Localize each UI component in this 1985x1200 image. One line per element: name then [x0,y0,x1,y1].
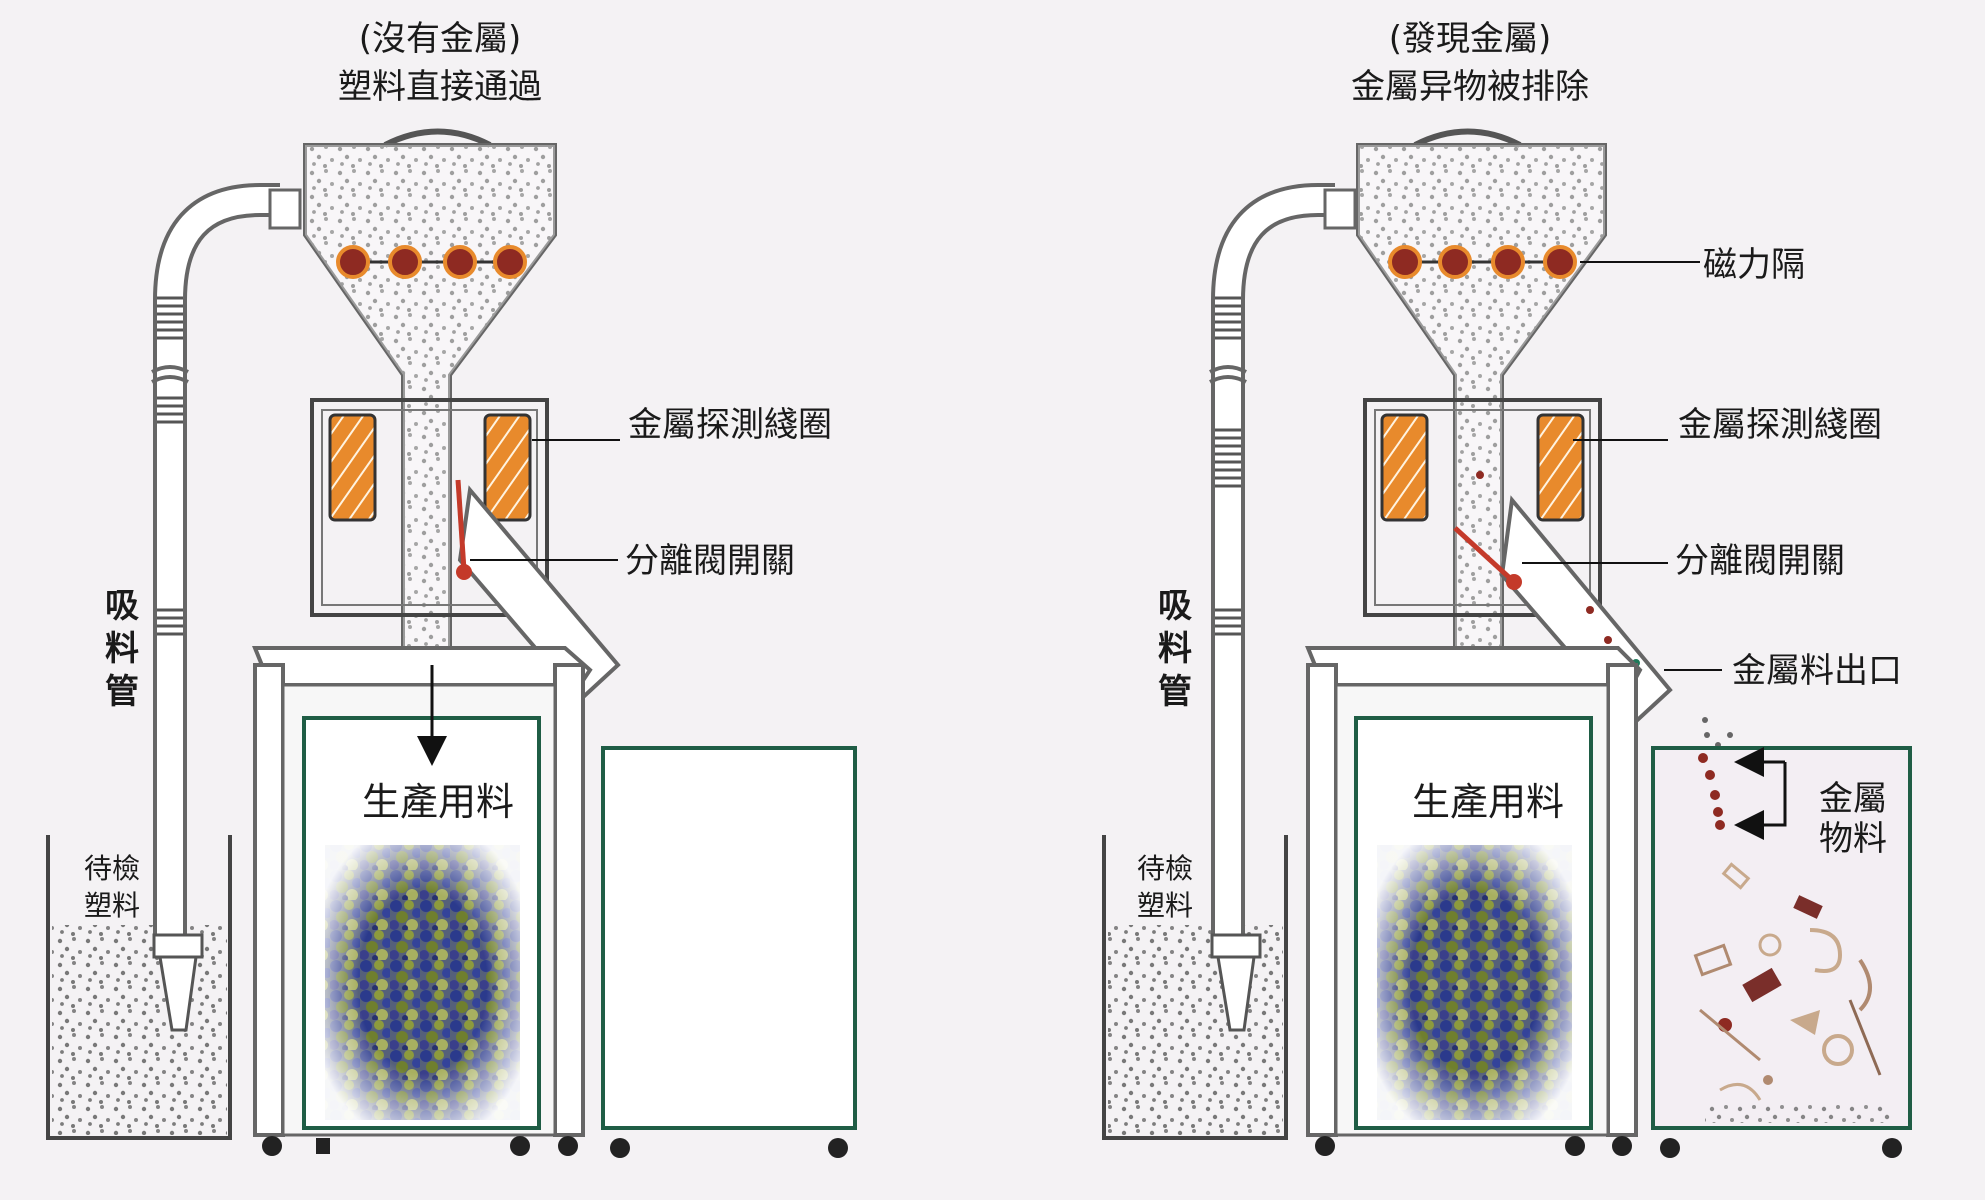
left-detector-housing [310,398,549,617]
right-valve-flap [1453,526,1514,582]
metal-scrap-pile [1693,862,1890,1123]
left-magnet-rod [388,245,422,279]
left-suction-label-3: 管 [105,672,139,712]
left-valve-pivot [456,564,472,580]
left-valve-flap [455,479,467,571]
right-coil-label: 金屬探測綫圈 [1678,405,1882,445]
right-title-line2: 金屬异物被排除 [1351,67,1589,107]
right-metal-label-1: 金屬 [1819,779,1887,819]
left-production-label: 生產用料 [362,780,514,824]
right-pending-label-2: 塑料 [1137,889,1193,922]
left-reject-bin [601,746,857,1130]
left-pending-label-2: 塑料 [84,889,140,922]
right-suction-label-2: 料 [1158,629,1192,669]
right-pending-label-1: 待檢 [1137,852,1193,885]
right-valve-label: 分離閥開關 [1675,541,1845,581]
left-magnet-rod [336,245,370,279]
right-suction-pipe [1209,183,1357,1032]
right-magnet-rod [1438,245,1472,279]
left-magnet-rod [443,245,477,279]
right-magnet-rod [1491,245,1525,279]
right-magnet-rod [1388,245,1422,279]
left-suction-label-2: 料 [105,629,139,669]
right-production-label: 生產用料 [1412,780,1564,824]
left-valve-label: 分離閥開關 [625,541,795,581]
right-production-bin: 生產用料 [1354,716,1593,1130]
right-pending-tub: 待檢 塑料 [1102,835,1288,1140]
right-magnet-rod [1543,245,1577,279]
right-detector-coil [1536,413,1585,522]
left-pending-tub: 待檢 塑料 [46,835,232,1140]
left-suction-label-1: 吸 [105,586,139,626]
right-metal-label-2: 物料 [1819,819,1887,859]
right-outlet-label: 金屬料出口 [1732,651,1902,691]
right-detector-coil [1380,413,1429,522]
right-magnet-label: 磁力隔 [1703,245,1805,285]
right-valve-pivot [1506,574,1522,590]
right-title-line1: (發現金屬) [1389,19,1552,59]
right-metal-bin: 金屬 物料 [1651,746,1912,1130]
left-diagram: (沒有金屬) 塑料直接通過 待檢 塑料 [46,19,857,1158]
right-diagram: (發現金屬) 金屬异物被排除 待檢 塑料 [1102,19,1912,1158]
left-title-line1: (沒有金屬) [359,19,522,59]
left-detector-coil [483,413,532,522]
left-title-line2: 塑料直接通過 [338,67,542,107]
right-suction-label-3: 管 [1158,672,1192,712]
left-detector-coil [328,413,377,522]
left-magnet-rod [493,245,527,279]
left-suction-pipe [151,183,302,1032]
left-production-bin: 生產用料 [302,716,541,1130]
left-coil-label: 金屬探測綫圈 [628,405,832,445]
right-hopper [1356,128,1607,702]
right-suction-label-1: 吸 [1158,586,1192,626]
right-detector-housing [1363,398,1602,617]
left-pending-label-1: 待檢 [84,852,140,885]
